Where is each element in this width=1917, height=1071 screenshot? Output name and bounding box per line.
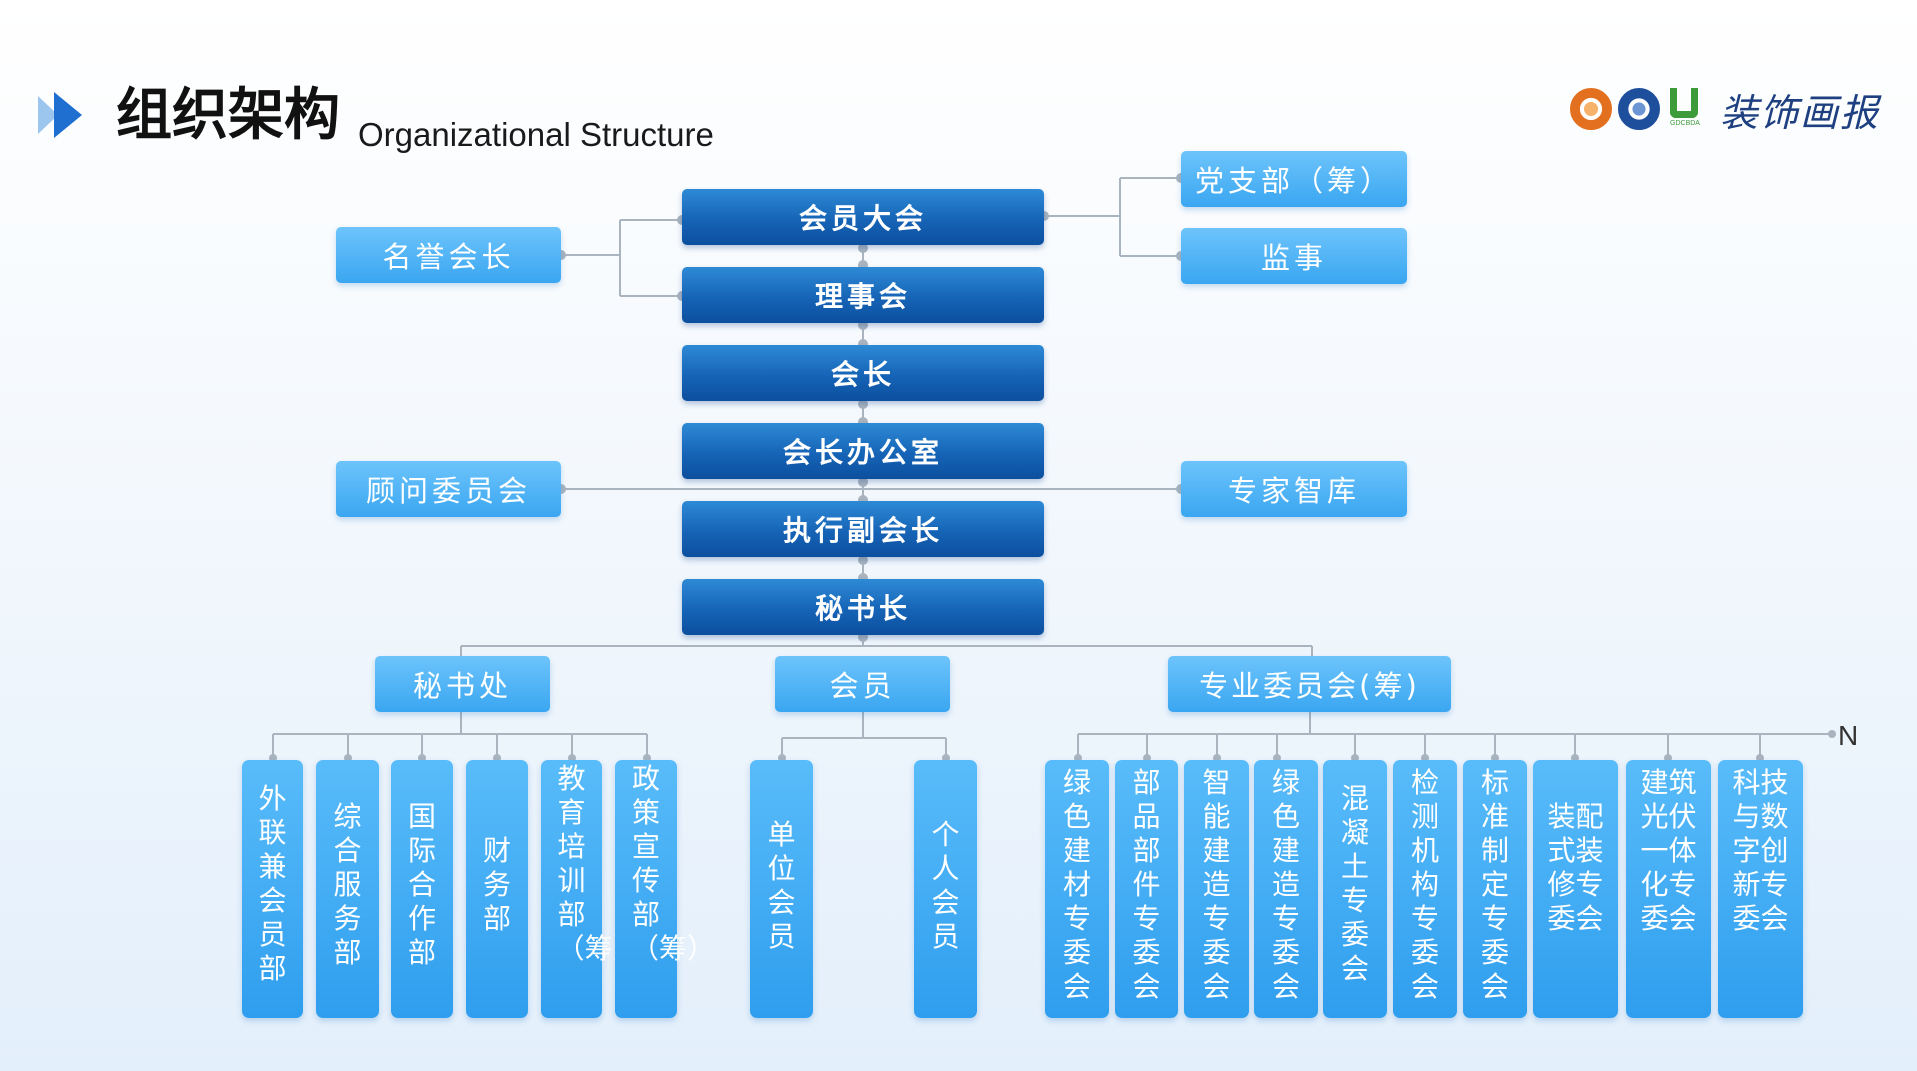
dept-box: 综合服务部	[316, 760, 379, 1018]
committee-box: 标准制定专委会	[1463, 760, 1527, 1018]
committees-bus	[1077, 712, 1832, 760]
council-box: 理事会	[682, 267, 1044, 323]
committee-box: 科技与数字创新专委会	[1718, 760, 1803, 1018]
honorary-connector	[561, 219, 682, 297]
committee-label: 部品部件专委会	[1132, 766, 1161, 1003]
president-box: 会长	[682, 345, 1044, 401]
committee-box: 绿色建材专委会	[1045, 760, 1109, 1018]
member-type-box: 单位会员	[750, 760, 813, 1018]
dept-label: 财务部	[482, 834, 511, 935]
honorary-president-box: 名誉会长	[336, 227, 561, 283]
member-type-label: 个人会员	[931, 818, 960, 953]
right-bracket-connector	[1044, 177, 1181, 257]
committee-label: 科技与数字创新专委会	[1732, 766, 1789, 935]
dept-label: 政策宣传部（筹）	[631, 762, 716, 965]
level2-connector	[460, 645, 1313, 656]
committee-label: 建筑光伏一体化专委会	[1640, 766, 1697, 935]
supervisor-box: 监事	[1181, 228, 1407, 284]
blue-seal-logo	[1618, 88, 1660, 130]
page-subtitle: Organizational Structure	[358, 116, 714, 153]
party-branch-box: 党支部（筹）	[1181, 151, 1407, 207]
advisory-committee-box: 顾问委员会	[336, 461, 561, 517]
committee-label: 智能建造专委会	[1202, 766, 1231, 1003]
brand-logo: 装饰画报	[1720, 90, 1881, 135]
page-title: 组织架构	[116, 83, 340, 148]
secretariat-bus	[272, 712, 648, 760]
president-office-box: 会长办公室	[682, 423, 1044, 479]
title-arrows-icon	[38, 92, 82, 138]
committee-box: 检测机构专委会	[1393, 760, 1457, 1018]
member-type-label: 单位会员	[767, 818, 796, 953]
committee-label: 装配式装修专委会	[1547, 800, 1604, 935]
dept-label: 外联兼会员部	[258, 782, 287, 985]
committee-box: 智能建造专委会	[1184, 760, 1249, 1018]
committee-label: 绿色建造专委会	[1271, 766, 1300, 1003]
members-bus	[781, 712, 947, 760]
committee-box: 绿色建造专委会	[1254, 760, 1318, 1018]
dept-box: 国际合作部	[391, 760, 453, 1018]
member-type-box: 个人会员	[914, 760, 977, 1018]
dept-box: 教育培训部（筹）	[541, 760, 641, 1018]
committee-label: 混凝土专委会	[1340, 782, 1369, 985]
secretariat-box: 秘书处	[375, 656, 550, 712]
committee-label: 绿色建材专委会	[1062, 766, 1091, 1003]
dept-box: 外联兼会员部	[242, 760, 303, 1018]
committee-box: 混凝土专委会	[1323, 760, 1387, 1018]
committee-label: 检测机构专委会	[1410, 766, 1439, 1003]
committee-box: 装配式装修专委会	[1533, 760, 1618, 1018]
more-committees-label: N	[1838, 720, 1859, 751]
u-logo: GDCBDA	[1666, 88, 1704, 130]
dept-label: 教育培训部（筹）	[556, 762, 641, 965]
dept-box: 政策宣传部（筹）	[615, 760, 716, 1018]
logo-group: GDCBDA 装饰画报	[1570, 84, 1881, 135]
members-box: 会员	[775, 656, 950, 712]
dept-label: 综合服务部	[333, 800, 362, 969]
dept-box: 财务部	[466, 760, 528, 1018]
exec-vp-box: 执行副会长	[682, 501, 1044, 557]
committee-box: 建筑光伏一体化专委会	[1626, 760, 1711, 1018]
orange-seal-logo	[1570, 88, 1612, 130]
committee-box: 部品部件专委会	[1115, 760, 1178, 1018]
secretary-general-box: 秘书长	[682, 579, 1044, 635]
expert-think-tank-box: 专家智库	[1181, 461, 1407, 517]
committee-label: 标准制定专委会	[1480, 766, 1509, 1003]
general-assembly-box: 会员大会	[682, 189, 1044, 245]
professional-committees-box: 专业委员会(筹)	[1168, 656, 1451, 712]
dept-label: 国际合作部	[407, 800, 436, 969]
